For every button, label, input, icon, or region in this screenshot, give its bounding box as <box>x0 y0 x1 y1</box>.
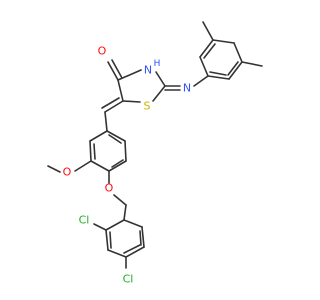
bond <box>47 165 61 173</box>
bond <box>193 75 209 87</box>
bond <box>104 100 124 113</box>
bond <box>152 85 166 102</box>
bond <box>107 249 127 258</box>
bond <box>228 61 243 80</box>
atom-carbonyl-oxygen: O <box>98 45 107 58</box>
bond <box>93 223 107 231</box>
bond <box>105 219 125 231</box>
bond <box>89 140 92 162</box>
bond <box>111 59 123 79</box>
atom-ring-hydrogen: H <box>154 59 161 69</box>
bond <box>241 61 263 67</box>
bond <box>108 160 127 172</box>
bond <box>123 204 127 221</box>
bond <box>125 246 145 258</box>
atom-para-chlorine: Cl <box>123 273 134 286</box>
bond <box>108 134 122 144</box>
bond <box>139 230 142 246</box>
bond <box>109 231 112 249</box>
bond <box>90 160 110 172</box>
structure-canvas: O N H S N O O Cl Cl <box>47 21 263 286</box>
atom-methoxy-oxygen: O <box>63 166 72 179</box>
bond <box>107 61 119 81</box>
bond <box>233 42 243 63</box>
bond <box>123 219 143 228</box>
bond-layer <box>47 21 263 269</box>
bond <box>199 56 209 77</box>
bond <box>117 79 124 102</box>
bond <box>101 97 120 109</box>
bond <box>104 111 108 132</box>
atom-ortho-chlorine: Cl <box>79 214 90 227</box>
bond <box>123 244 141 254</box>
bond <box>212 39 235 44</box>
bond <box>203 43 216 59</box>
bond <box>227 61 239 76</box>
bond <box>122 100 141 103</box>
bond <box>89 130 108 142</box>
bond <box>199 39 214 58</box>
molecule-diagram: O N H S N O O Cl Cl <box>47 21 263 286</box>
bond <box>106 130 126 142</box>
atom-imine-nitrogen: N <box>183 82 191 95</box>
bond <box>124 140 127 162</box>
bond <box>202 21 214 41</box>
bond <box>93 143 96 160</box>
bond <box>141 226 145 248</box>
atom-ether-oxygen: O <box>105 182 114 195</box>
bond <box>74 160 92 172</box>
bond <box>155 71 166 87</box>
bond <box>111 159 124 168</box>
bond <box>207 75 230 80</box>
atom-ring-sulfur: S <box>144 100 151 113</box>
atom-ring-nitrogen: N <box>144 64 152 77</box>
bond <box>113 194 127 206</box>
bond <box>209 71 227 76</box>
atom-label-layer: O N H S N O O Cl Cl <box>63 45 191 286</box>
bond <box>105 229 109 251</box>
